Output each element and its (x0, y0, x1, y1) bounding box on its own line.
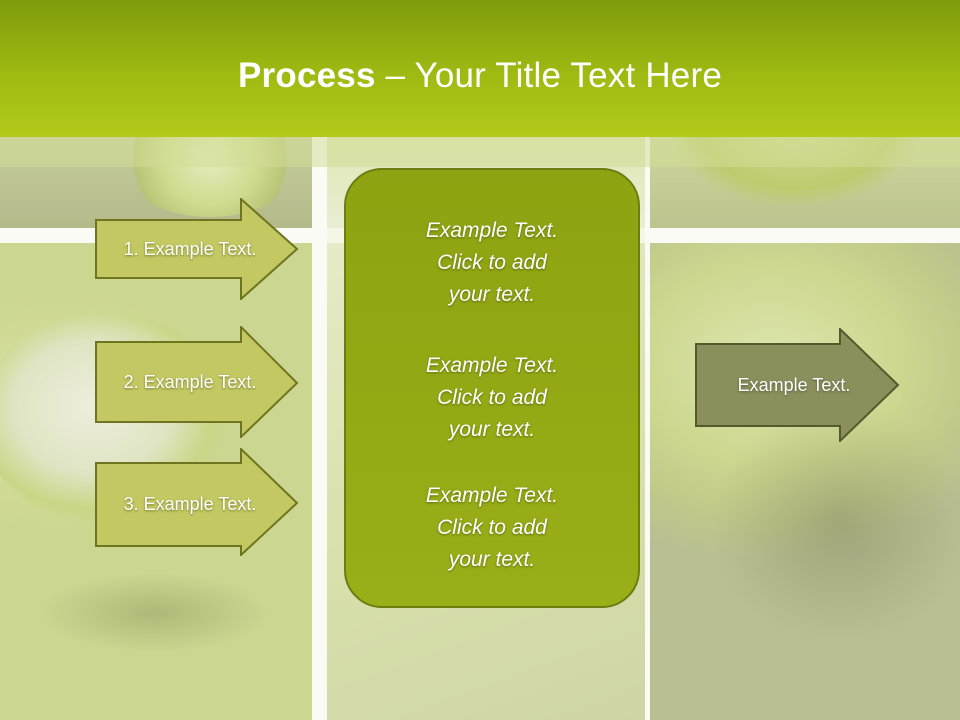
input-arrow-2[interactable]: 2. Example Text. (95, 326, 299, 438)
background-photo-tea-leaves (650, 243, 960, 720)
collage-divider (650, 228, 960, 243)
slide-title[interactable]: Process – Your Title Text Here (0, 54, 960, 98)
arrow-shape (95, 448, 299, 556)
text-line: Example Text. (425, 484, 559, 507)
arrow-shape (695, 326, 900, 444)
title-shadow-band (0, 137, 960, 167)
text-line: your text. (448, 548, 536, 571)
collage-divider (645, 137, 650, 720)
title-bold: Process (238, 56, 376, 95)
input-arrow-label: 1. Example Text. (123, 238, 257, 259)
text-line: Click to add (437, 386, 547, 409)
text-line: Example Text. (425, 219, 559, 242)
text-line: your text. (448, 283, 536, 306)
input-arrow-3[interactable]: 3. Example Text. (95, 448, 299, 556)
text-line: Example Text. (425, 354, 559, 377)
text-line: Click to add (437, 516, 547, 539)
text-line: your text. (448, 418, 536, 441)
arrow-shape (95, 326, 299, 438)
process-box[interactable]: Example Text. Click to add your text. Ex… (344, 168, 640, 608)
title-rest: – Your Title Text Here (375, 56, 722, 95)
process-text-block-3[interactable]: Example Text. Click to add your text. (346, 480, 638, 576)
title-bar (0, 0, 960, 137)
output-arrow-label: Example Text. (737, 374, 851, 395)
input-arrow-1[interactable]: 1. Example Text. (95, 198, 299, 300)
input-arrow-label: 3. Example Text. (123, 493, 257, 514)
collage-divider (312, 137, 327, 720)
output-arrow[interactable]: Example Text. (695, 326, 900, 444)
text-line: Click to add (437, 251, 547, 274)
input-arrow-label: 2. Example Text. (123, 371, 257, 392)
process-text-block-2[interactable]: Example Text. Click to add your text. (346, 350, 638, 446)
process-text-block-1[interactable]: Example Text. Click to add your text. (346, 215, 638, 311)
arrow-shape (95, 198, 299, 300)
